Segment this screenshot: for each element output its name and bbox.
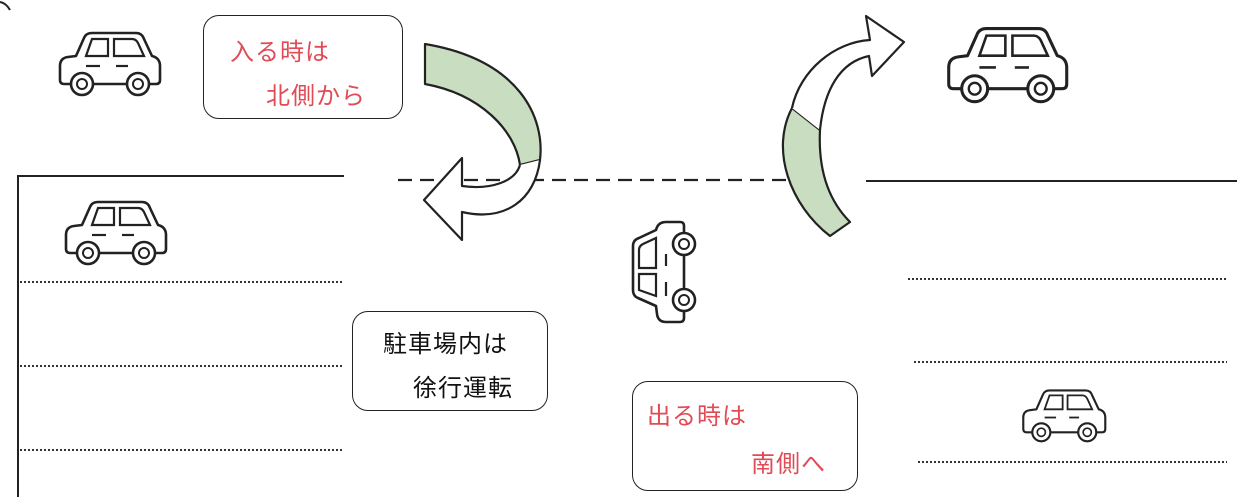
exit-note-box: 出る時は 南側へ: [632, 381, 858, 491]
entry-arrow-icon: [422, 42, 542, 242]
car-icon: [631, 220, 697, 324]
exit-note-line2: 南側へ: [751, 450, 826, 478]
exit-arrow-icon: [781, 14, 906, 238]
speed-note-line2: 徐行運転: [413, 374, 513, 402]
parking-lot-left: [17, 175, 344, 497]
entry-note-line1: 入る時は: [230, 38, 330, 66]
speed-note-box: 駐車場内は 徐行運転: [352, 311, 548, 411]
exit-note-line1: 出る時は: [647, 402, 747, 430]
speed-note-line1: 駐車場内は: [383, 330, 508, 358]
corner-mark: [0, 1, 11, 11]
car-icon: [947, 27, 1069, 104]
stall-lines: [20, 278, 1227, 463]
car-icon: [64, 200, 168, 266]
entry-note-box: 入る時は 北側から: [203, 15, 403, 119]
car-icon: [1022, 389, 1107, 443]
entry-note-line2: 北側から: [266, 82, 366, 110]
car-icon: [58, 31, 162, 97]
